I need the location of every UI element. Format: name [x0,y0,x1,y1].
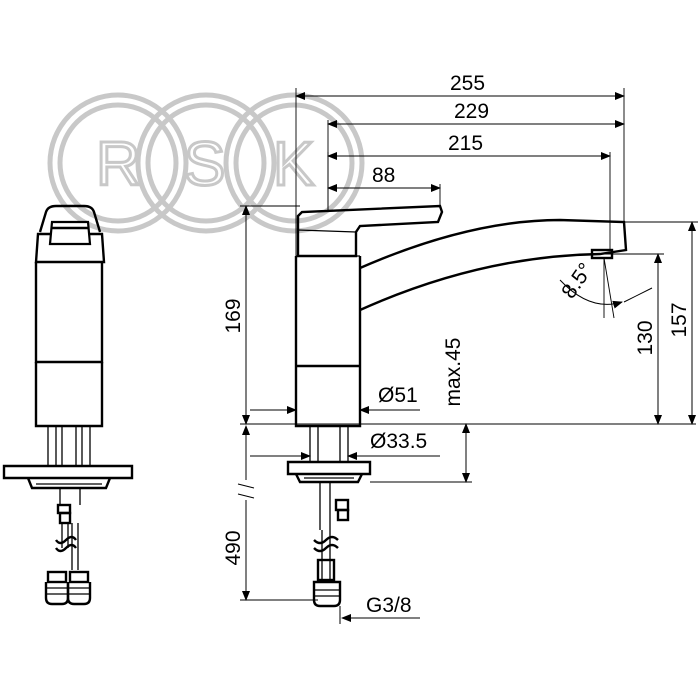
dim-490: 490 [222,530,245,565]
dim-255: 255 [450,72,485,95]
side-view [286,204,628,608]
watermark-letter-k: K [273,130,314,199]
dim-88: 88 [372,164,395,187]
dim-169: 169 [222,298,245,333]
watermark-letter-s: S [184,130,225,199]
dim-max45: max.45 [442,338,465,407]
dim-dia51: Ø51 [378,384,418,407]
watermark-letter-r: R [96,130,141,199]
dim-157: 157 [668,302,691,337]
dim-229: 229 [454,100,489,123]
dim-215: 215 [448,132,483,155]
dim-130: 130 [634,320,657,355]
rsk-watermark: R S K [47,92,365,234]
front-view [2,204,134,606]
dimension-lines [237,88,698,624]
dim-angle: 8.5° [557,259,597,303]
dim-dia33: Ø33.5 [370,430,427,453]
dim-thread: G3/8 [366,594,412,617]
